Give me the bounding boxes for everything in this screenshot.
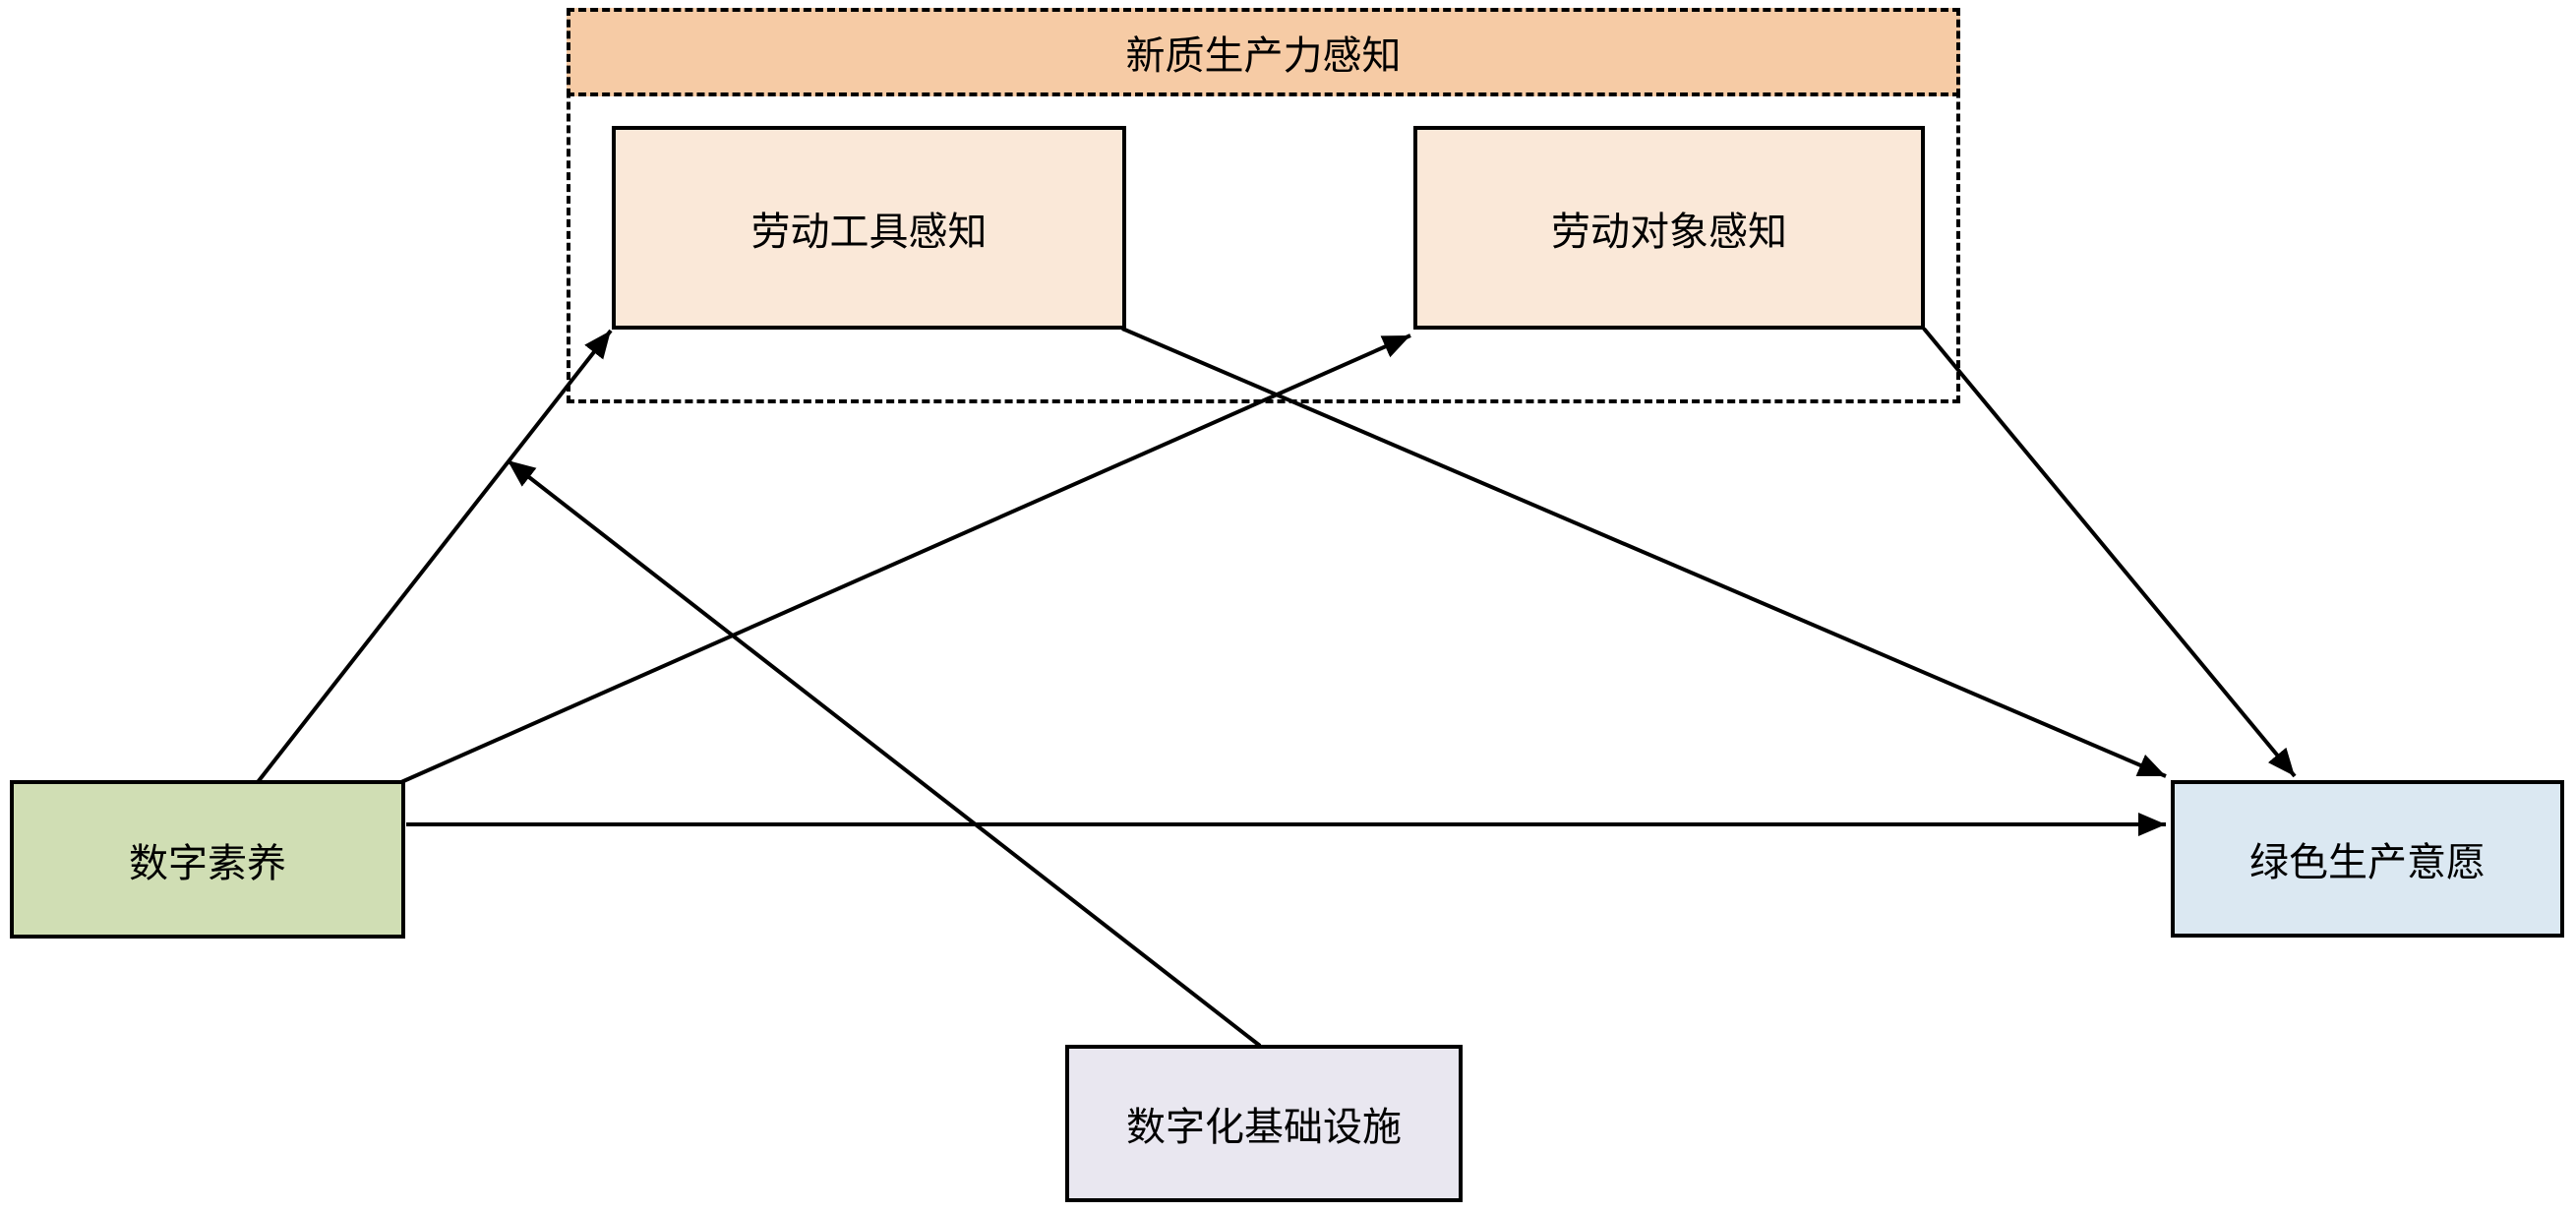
arrow-digital-literacy-to-labor-tool: [256, 329, 613, 784]
node-label: 劳动对象感知: [1551, 209, 1787, 254]
node-digital-literacy: 数字素养: [10, 780, 405, 939]
arrow-infrastructure-moderates-literacy-tool-path: [506, 458, 1262, 1048]
node-label: 劳动工具感知: [750, 209, 988, 254]
node-labor-object-perception: 劳动对象感知: [1413, 126, 1925, 330]
group-banner: 新质生产力感知: [567, 8, 1960, 96]
node-label: 数字化基础设施: [1126, 1105, 1402, 1149]
group-banner-label: 新质生产力感知: [1125, 33, 1402, 78]
node-labor-tool-perception: 劳动工具感知: [612, 126, 1126, 330]
node-label: 绿色生产意愿: [2249, 840, 2486, 884]
node-digital-infrastructure: 数字化基础设施: [1065, 1045, 1463, 1202]
arrow-digital-literacy-to-labor-object: [400, 334, 1411, 784]
node-label: 数字素养: [129, 840, 286, 885]
node-green-production-intention: 绿色生产意愿: [2171, 780, 2564, 938]
arrow-labor-object-to-green-intention: [1922, 327, 2297, 778]
